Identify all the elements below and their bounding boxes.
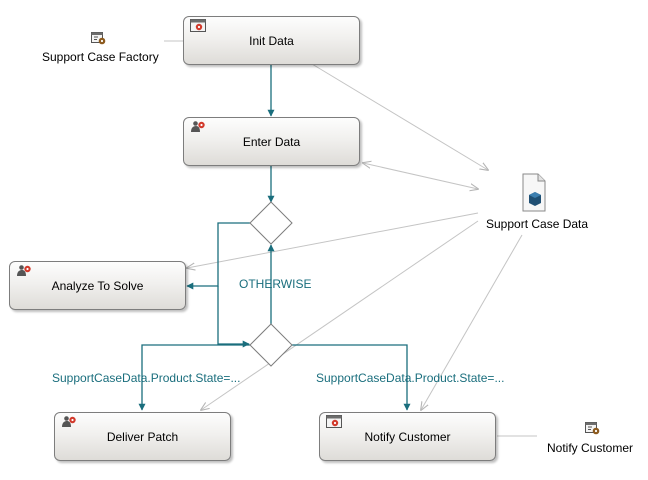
enter-data-case-data-line[interactable]: [363, 163, 478, 189]
deliver-patch-task[interactable]: Deliver Patch: [54, 412, 231, 461]
enter-data-label: Enter Data: [242, 134, 301, 149]
flow-merge-to-notify[interactable]: [292, 344, 411, 411]
analyze-to-solve-task[interactable]: Analyze To Solve: [9, 261, 186, 310]
decision-gateway-top[interactable]: [249, 201, 293, 245]
notify-customer-condition-label[interactable]: SupportCaseData.Product.State=...: [316, 371, 505, 385]
analyze-to-solve-label: Analyze To Solve: [51, 278, 144, 293]
task-icon: [190, 19, 206, 32]
decision-gateway-bottom[interactable]: [249, 323, 293, 367]
case-data-to-analyze-line[interactable]: [187, 212, 479, 268]
factory-icon: [91, 32, 106, 45]
document-icon: [522, 173, 546, 212]
init-data-task[interactable]: Init Data: [183, 16, 360, 65]
init-data-label: Init Data: [249, 33, 294, 48]
case-data-to-deliver-patch-line[interactable]: [201, 220, 479, 410]
otherwise-condition-label[interactable]: OTHERWISE: [239, 277, 312, 291]
deliver-patch-label: Deliver Patch: [106, 429, 179, 444]
support-case-data-label[interactable]: Support Case Data: [486, 217, 589, 231]
deliver-patch-condition-label[interactable]: SupportCaseData.Product.State=...: [52, 371, 241, 385]
support-case-factory-label[interactable]: Support Case Factory: [42, 50, 159, 64]
flow-merge-to-deliver-patch[interactable]: [138, 344, 250, 411]
human-task-icon: [191, 121, 205, 132]
flow-decision-to-analyze[interactable]: [186, 222, 250, 290]
human-task-icon: [62, 416, 76, 427]
notify-customer-label: Notify Customer: [364, 429, 451, 444]
task-icon: [326, 415, 342, 428]
enter-data-task[interactable]: Enter Data: [183, 117, 360, 166]
flow-analyze-to-merge[interactable]: [217, 286, 250, 348]
human-task-icon: [17, 265, 31, 276]
notify-customer-task[interactable]: Notify Customer: [319, 412, 496, 461]
case-data-to-notify-line[interactable]: [421, 234, 523, 410]
notify-customer-external-label[interactable]: Notify Customer: [547, 441, 634, 455]
init-data-to-case-data-line[interactable]: [311, 63, 488, 170]
factory-icon: [585, 422, 600, 435]
